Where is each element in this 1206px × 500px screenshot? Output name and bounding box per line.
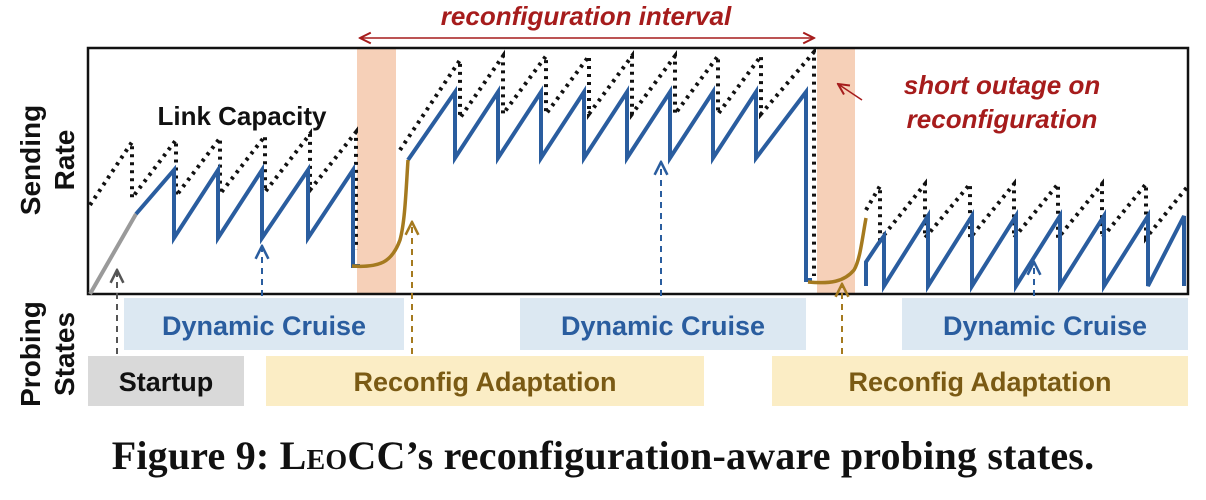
link-capacity-line-3 xyxy=(864,178,1190,246)
y-label-states: States xyxy=(49,312,80,396)
startup-label: Startup xyxy=(119,367,214,397)
reconfig-adaptation-box-2 xyxy=(772,356,1188,406)
sending-rate-line-3 xyxy=(864,209,1186,293)
outage-band-2 xyxy=(817,48,855,294)
reconfig-adaptation-label-2: Reconfig Adaptation xyxy=(849,367,1112,397)
dynamic-cruise-label-1: Dynamic Cruise xyxy=(162,311,366,341)
link-capacity-label: Link Capacity xyxy=(157,101,327,131)
startup-ramp xyxy=(88,213,138,295)
dynamic-cruise-box-2 xyxy=(520,298,806,350)
short-outage-label-line2: reconfiguration xyxy=(907,104,1098,134)
reconfiguration-interval-label: reconfiguration interval xyxy=(441,1,732,31)
y-label-sending: Sending xyxy=(15,105,46,215)
reconfig-curve-1 xyxy=(351,159,410,269)
reconfig-adaptation-box-1 xyxy=(266,356,704,406)
caption-name-lead: L xyxy=(279,433,307,478)
caption-name-smallcaps: eo xyxy=(306,433,348,478)
sending-rate-line-2 xyxy=(406,85,812,282)
short-outage-label-line1: short outage on xyxy=(904,70,1100,100)
outage-band-1 xyxy=(357,48,396,294)
short-outage-pointer xyxy=(838,84,863,101)
reconfig-curve-2 xyxy=(807,217,868,285)
figure-caption: Figure 9: LeoCC’s reconfiguration-aware … xyxy=(0,432,1206,479)
y-label-probing: Probing xyxy=(15,301,46,407)
link-capacity-line-2 xyxy=(398,46,816,276)
caption-name-tail: CC xyxy=(347,433,406,478)
sending-rate-line-1 xyxy=(134,163,360,268)
caption-suffix: ’s reconfiguration-aware probing states. xyxy=(405,433,1095,478)
caption-prefix: Figure 9: xyxy=(111,433,280,478)
dynamic-cruise-box-3 xyxy=(902,298,1188,350)
reconfig-adaptation-label-1: Reconfig Adaptation xyxy=(354,367,617,397)
dynamic-cruise-label-3: Dynamic Cruise xyxy=(943,311,1147,341)
plot-frame xyxy=(86,46,1190,296)
y-label-rate: Rate xyxy=(49,130,80,191)
startup-box xyxy=(88,356,244,406)
dynamic-cruise-box-1 xyxy=(124,298,404,350)
dynamic-cruise-label-2: Dynamic Cruise xyxy=(561,311,765,341)
